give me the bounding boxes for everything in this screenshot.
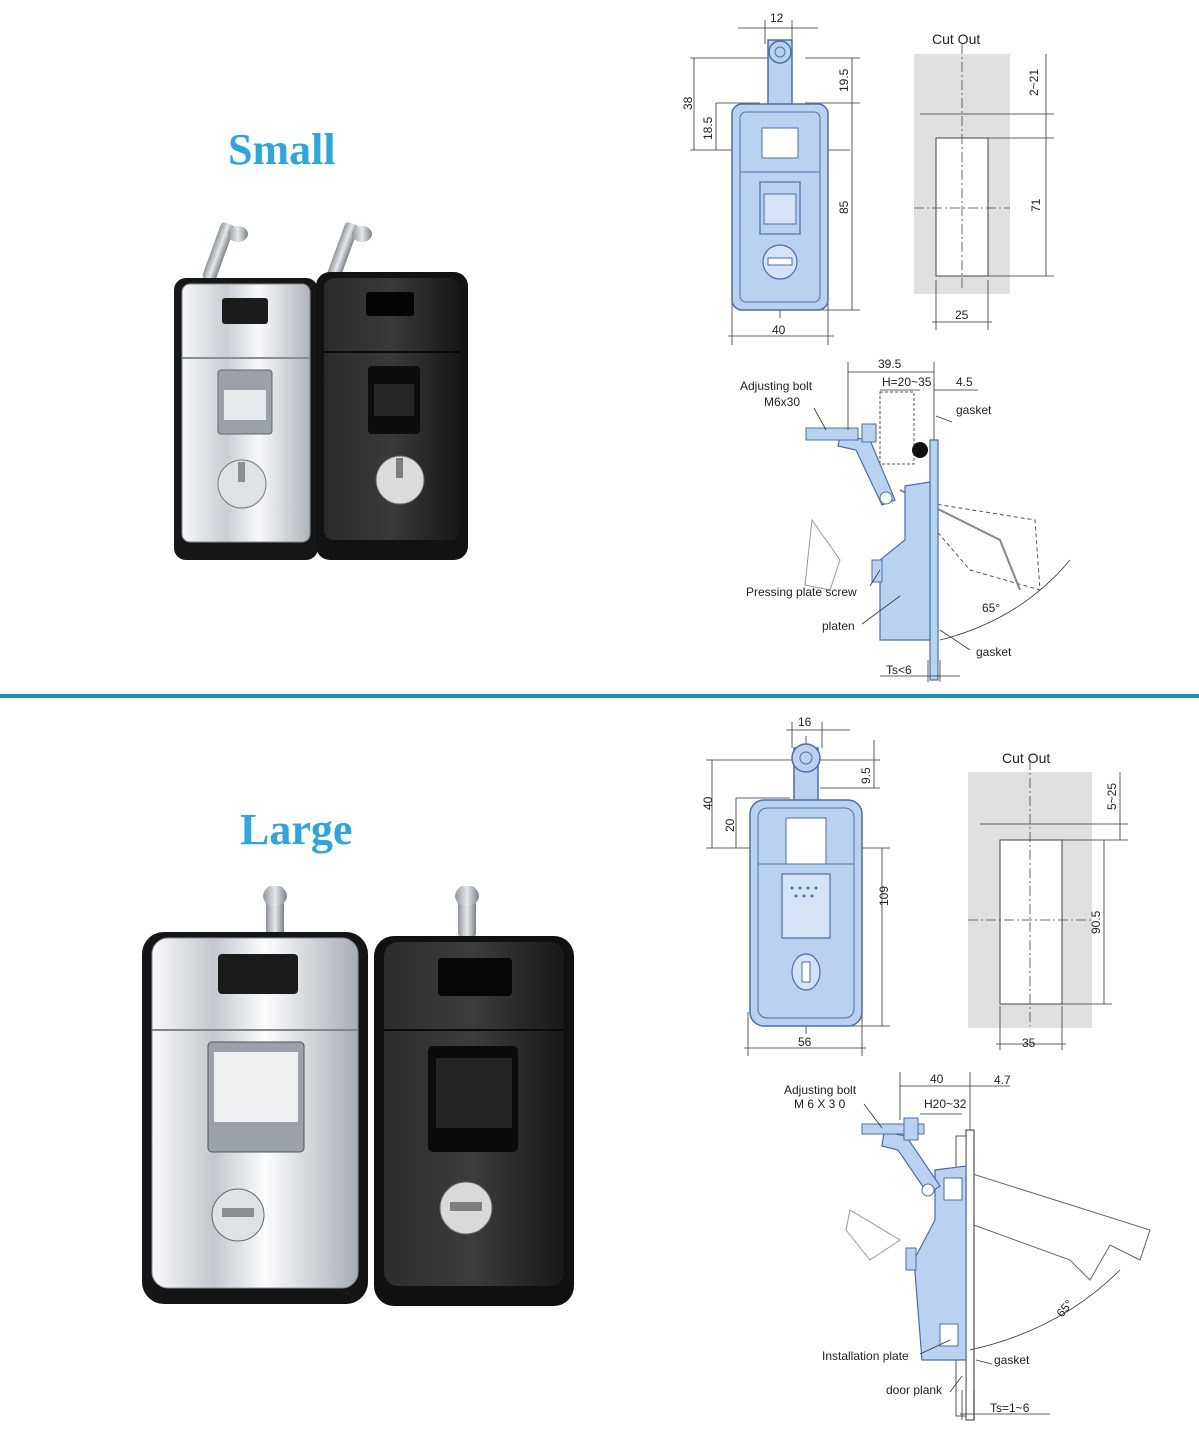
large-plate-label: Installation plate [822, 1349, 909, 1363]
large-angle-label: 65° [1054, 1297, 1077, 1320]
small-dim-height-pivot: 18.5 [701, 116, 715, 140]
small-side-dim-offset: 39.5 [878, 357, 902, 371]
large-ts-label: Ts=1~6 [990, 1401, 1030, 1415]
small-chrome-latch [174, 222, 318, 560]
small-section: Small [0, 0, 1199, 695]
large-dim-height-top: 9.5 [859, 767, 873, 784]
small-product-photo [174, 222, 468, 560]
small-side-drawing: 39.5 H=20~35 4.5 Adjusting bolt M6x30 ga… [740, 357, 1071, 682]
small-angle-label: 65° [982, 601, 1000, 615]
large-dim-height-pivot: 20 [723, 818, 737, 832]
small-gasket-top-label: gasket [956, 403, 992, 417]
large-dim-height: 109 [877, 886, 891, 906]
large-cutout-drawing: Cut Out 5~25 90.5 35 [968, 750, 1128, 1050]
small-black-latch [316, 222, 468, 560]
large-dim-width-top: 16 [798, 715, 812, 729]
small-side-dim-h: H=20~35 [882, 375, 932, 389]
small-bolt-label: Adjusting bolt [740, 379, 813, 393]
small-cutout-dim-width: 25 [955, 308, 969, 322]
large-dim-width: 56 [798, 1035, 812, 1049]
large-title: Large [240, 805, 353, 854]
small-gasket-bottom-label: gasket [976, 645, 1012, 659]
large-side-dim-offset: 40 [930, 1072, 944, 1086]
small-cutout-drawing: Cut Out 2~21 71 25 [914, 31, 1054, 330]
small-screw-label: Pressing plate screw [746, 585, 857, 599]
small-cutout-title: Cut Out [932, 31, 980, 47]
large-cutout-title: Cut Out [1002, 750, 1050, 766]
small-bolt-spec: M6x30 [764, 395, 800, 409]
large-bolt-label: Adjusting bolt [784, 1083, 857, 1097]
large-side-dim-gap: 4.7 [994, 1073, 1011, 1087]
small-cutout-dim-height: 71 [1029, 198, 1043, 212]
small-front-drawing: 12 38 18.5 19.5 85 40 [681, 11, 860, 345]
large-side-dim-h: H20~32 [924, 1097, 967, 1111]
large-gasket-bottom-label: gasket [994, 1353, 1030, 1367]
large-section: Large [0, 700, 1199, 1432]
large-side-drawing: 40 H20~32 4.7 Adjusting bolt M 6 X 3 0 6… [784, 1072, 1151, 1421]
small-dim-height-total: 38 [681, 96, 695, 110]
large-front-drawing: 16 40 20 9.5 109 56 [701, 715, 891, 1056]
large-cutout-dim-width: 35 [1022, 1036, 1036, 1050]
large-cutout-dim-top: 5~25 [1105, 783, 1119, 810]
small-dim-width-top: 12 [770, 11, 784, 25]
small-side-dim-gap: 4.5 [956, 375, 973, 389]
small-platen-label: platen [822, 619, 855, 633]
small-dim-height: 85 [837, 200, 851, 214]
small-cutout-dim-top: 2~21 [1027, 69, 1041, 96]
small-dim-width: 40 [772, 323, 786, 337]
large-product-photo [142, 886, 574, 1306]
large-cutout-dim-height: 90.5 [1089, 910, 1103, 934]
small-ts-label: Ts<6 [886, 663, 912, 677]
large-door-label: door plank [886, 1383, 943, 1397]
large-black-latch [374, 886, 574, 1306]
large-dim-height-total: 40 [701, 796, 715, 810]
large-bolt-spec: M 6 X 3 0 [794, 1097, 846, 1111]
small-dim-height-top: 19.5 [837, 68, 851, 92]
small-title: Small [228, 125, 336, 174]
section-divider [0, 694, 1199, 698]
large-chrome-latch [142, 886, 368, 1304]
